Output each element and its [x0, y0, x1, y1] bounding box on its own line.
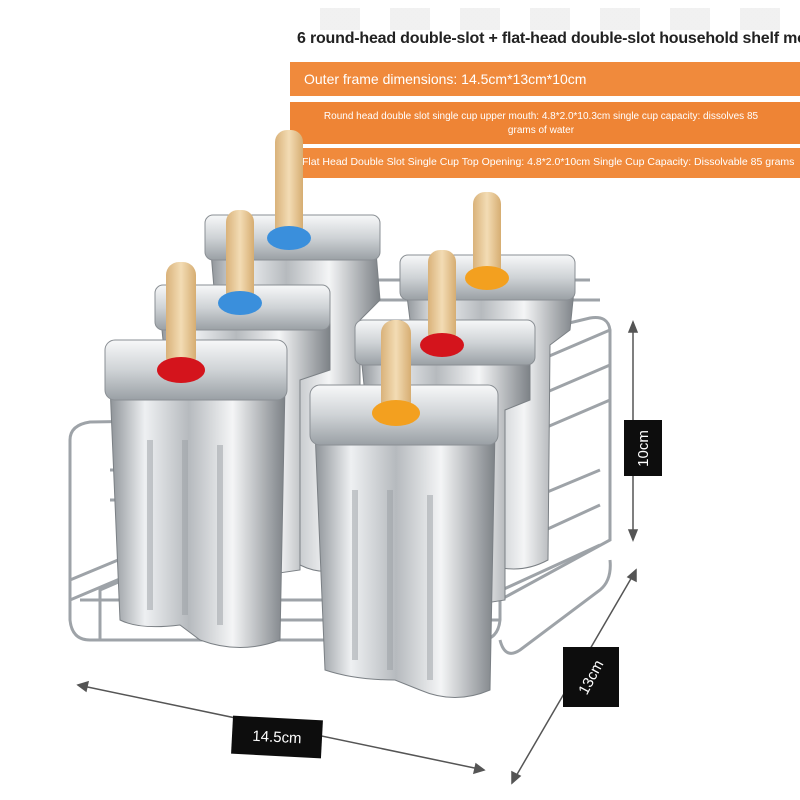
popsicle-stick-blue-back: [267, 130, 311, 250]
round-head-text: Round head double slot single cup upper …: [323, 111, 759, 136]
popsicle-stick-blue-middle: [218, 210, 262, 315]
width-label: 14.5cm: [231, 715, 323, 759]
outer-frame-text: Outer frame dimensions: 14.5cm*13cm*10cm: [304, 71, 587, 87]
popsicle-stick-red-front: [157, 262, 205, 383]
popsicle-stick-orange-back: [465, 192, 509, 290]
round-head-banner: Round head double slot single cup upper …: [290, 102, 800, 144]
depth-label-text: 13cm: [574, 656, 608, 698]
flat-head-banner: Flat Head Double Slot Single Cup Top Ope…: [290, 148, 800, 178]
outer-frame-banner: Outer frame dimensions: 14.5cm*13cm*10cm: [290, 62, 800, 96]
product-title: 6 round-head double-slot + flat-head dou…: [297, 30, 800, 47]
faded-header-background: [320, 8, 790, 30]
depth-label: 13cm: [563, 647, 619, 707]
height-label: 10cm: [624, 420, 662, 476]
height-label-text: 10cm: [634, 429, 652, 467]
mold-front-right: [309, 384, 499, 698]
popsicle-stick-orange-front: [372, 320, 420, 426]
flat-head-text: Flat Head Double Slot Single Cup Top Ope…: [302, 156, 795, 168]
width-label-text: 14.5cm: [251, 727, 303, 747]
popsicle-stick-red-middle: [420, 250, 464, 357]
mold-front-left: [104, 339, 288, 648]
